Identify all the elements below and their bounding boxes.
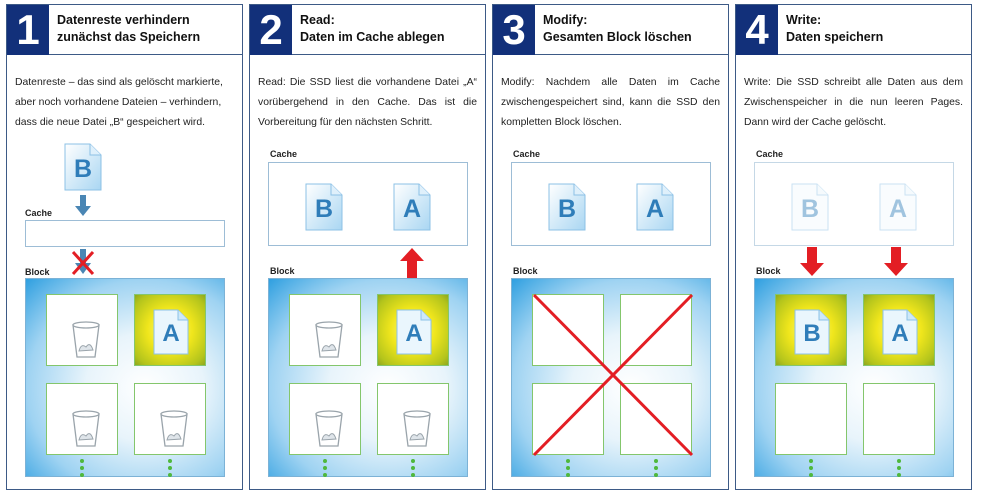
arrow-down-icon [75, 195, 91, 216]
arrow-up-icon [400, 248, 424, 278]
page-cell [775, 383, 847, 455]
page-cell [863, 383, 935, 455]
document-icon: B [64, 143, 102, 191]
cache-label: Cache [513, 149, 541, 159]
document-letter: A [405, 320, 423, 347]
more-pages-dots [411, 459, 415, 480]
more-pages-dots [897, 459, 901, 480]
document-letter: B [557, 195, 577, 223]
cache-area [25, 220, 225, 247]
step-1-number: 1 [7, 5, 49, 55]
step-4-number: 4 [736, 5, 778, 55]
page-cell [134, 383, 206, 455]
page-cell-occupied: A [863, 294, 935, 366]
step-3-number: 3 [493, 5, 535, 55]
step-4-panel: 4 Write: Daten speichern Write: Die SSD … [735, 4, 972, 490]
document-letter: A [645, 195, 665, 223]
step-3-header: 3 Modify: Gesamten Block löschen [493, 5, 728, 55]
document-icon: A [153, 309, 189, 355]
document-icon-faded: A [879, 183, 917, 231]
block-label: Block [25, 267, 50, 277]
document-icon: B [794, 309, 830, 355]
page-cell [377, 383, 449, 455]
block-area [511, 278, 711, 477]
document-letter: A [891, 320, 909, 347]
cache-area: B A [754, 162, 954, 246]
more-pages-dots [654, 459, 658, 480]
more-pages-dots [809, 459, 813, 480]
step-2-panel: 2 Read: Daten im Cache ablegen Read: Die… [249, 4, 486, 490]
document-letter: B [314, 195, 334, 223]
step-3-title: Modify: Gesamten Block löschen [543, 13, 692, 44]
document-letter: B [73, 155, 93, 183]
page-cell [289, 294, 361, 366]
trash-bin-icon [72, 321, 100, 358]
cache-area: B A [268, 162, 468, 246]
page-cell-occupied: A [377, 294, 449, 366]
document-icon: A [393, 183, 431, 231]
document-letter: A [162, 320, 180, 347]
trash-bin-icon [315, 410, 343, 447]
document-icon: A [396, 309, 432, 355]
arrow-down-icon [884, 247, 908, 276]
document-icon: B [305, 183, 343, 231]
trash-bin-icon [403, 410, 431, 447]
page-cell-occupied: B [775, 294, 847, 366]
more-pages-dots [80, 459, 84, 480]
step-2-header: 2 Read: Daten im Cache ablegen [250, 5, 485, 55]
document-letter: B [800, 195, 820, 223]
more-pages-dots [168, 459, 172, 480]
step-1-panel: 1 Datenreste verhindern zunächst das Spe… [6, 4, 243, 490]
step-3-description: Modify: Nachdem alle Daten im Cache zwis… [501, 77, 720, 128]
step-1-header: 1 Datenreste verhindern zunächst das Spe… [7, 5, 242, 55]
step-2-title: Read: Daten im Cache ablegen [300, 13, 445, 44]
more-pages-dots [566, 459, 570, 480]
document-letter: A [402, 195, 422, 223]
page-cell [46, 294, 118, 366]
block-area: A [268, 278, 468, 477]
step-2-description: Read: Die SSD liest die vorhandene Datei… [258, 77, 477, 128]
cache-label: Cache [756, 149, 784, 159]
trash-bin-icon [315, 321, 343, 358]
step-4-description: Write: Die SSD schreibt alle Daten aus d… [744, 77, 963, 128]
step-3-panel: 3 Modify: Gesamten Block löschen Modify:… [492, 4, 729, 490]
block-label: Block [270, 266, 295, 276]
cache-label: Cache [270, 149, 298, 159]
step-4-header: 4 Write: Daten speichern [736, 5, 971, 55]
cache-area: B A [511, 162, 711, 246]
document-icon: A [882, 309, 918, 355]
document-icon: A [636, 183, 674, 231]
document-icon: B [548, 183, 586, 231]
trash-bin-icon [160, 410, 188, 447]
block-area: B A [754, 278, 954, 477]
document-letter: B [803, 320, 821, 347]
block-area: A [25, 278, 225, 477]
trash-bin-icon [72, 410, 100, 447]
page-cell [289, 383, 361, 455]
blocked-arrow-icon [71, 249, 95, 276]
page-cell [46, 383, 118, 455]
step-2-number: 2 [250, 5, 292, 55]
page-cell-occupied: A [134, 294, 206, 366]
document-icon-faded: B [791, 183, 829, 231]
step-4-title: Write: Daten speichern [786, 13, 884, 44]
arrow-down-icon [800, 247, 824, 276]
step-1-title: Datenreste verhindern zunächst das Speic… [57, 13, 201, 44]
step-1-description: Datenreste – das sind als gelöscht marki… [15, 77, 223, 128]
more-pages-dots [323, 459, 327, 480]
cross-mark-icon [532, 293, 694, 457]
block-label: Block [513, 266, 538, 276]
cache-label: Cache [25, 208, 53, 218]
document-letter: A [888, 195, 908, 223]
block-label: Block [756, 266, 781, 276]
